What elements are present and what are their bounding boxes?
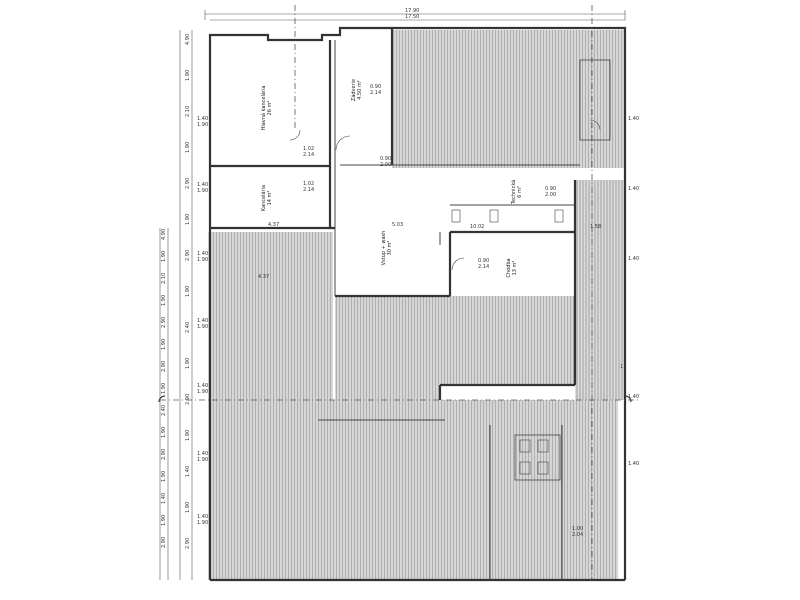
left-outer-dimension-label: 4.90 — [161, 229, 167, 240]
room-area-corridor: 13 m² — [512, 261, 518, 276]
left-outer-dimension-label: 2.40 — [161, 405, 167, 416]
door-height-label: 2.04 — [572, 532, 583, 538]
section-marker: 1 — [620, 364, 623, 370]
room-label-lobby: Vstup + wash — [381, 231, 387, 266]
door-width-label: 0.90 — [478, 258, 489, 264]
right-dimension-label: 1.40 — [628, 116, 639, 122]
window-height-label: 1.90 — [197, 389, 208, 395]
top-inner-dimension: 17.50 — [405, 14, 419, 20]
door-swing-arcs — [289, 129, 465, 271]
hatched-area-right-strip — [575, 180, 625, 400]
hatched-area-top-right — [392, 30, 625, 168]
right-dimension-label: 1.40 — [628, 256, 639, 262]
window-height-label: 1.90 — [197, 188, 208, 194]
door-width-label: 1.00 — [572, 526, 583, 532]
door-width-label: 0.90 — [370, 84, 381, 90]
left-dimension-label: 1.90 — [185, 502, 191, 513]
dim-right-small: 1.58 — [590, 224, 601, 230]
room-area-main-office: 26 m² — [267, 101, 273, 116]
top-dimension-line: 17.90 17.50 — [204, 8, 626, 21]
door-width-label: 0.90 — [545, 186, 556, 192]
dim-left-room-width: 4.37 — [268, 222, 279, 228]
hatched-area-left-band — [208, 232, 333, 402]
left-outer-dimension-label: 1.90 — [161, 295, 167, 306]
left-dimension-chains — [159, 30, 193, 580]
room-label-technical: Technická — [510, 180, 517, 205]
door-height-label: 2.14 — [303, 152, 314, 158]
left-outer-dimension-label: 2.90 — [161, 361, 167, 372]
left-outer-dimension-label: 1.90 — [161, 515, 167, 526]
left-dimension-label: 1.90 — [185, 358, 191, 369]
room-label-main-office: Hlavná kancelária — [260, 86, 267, 131]
left-dimension-label: 2.90 — [185, 178, 191, 189]
left-outer-dimension-label: 2.10 — [161, 273, 167, 284]
right-elevator-core — [579, 59, 611, 141]
door-width-label: 0.90 — [380, 156, 391, 162]
room-area-technical: 6 m² — [517, 186, 523, 198]
left-outer-dimension-label: 1.40 — [161, 493, 167, 504]
window-width-label: 1.40 — [197, 116, 208, 122]
left-dimension-label: 1.90 — [185, 286, 191, 297]
window-height-label: 1.90 — [197, 257, 208, 263]
door-width-label: 1.02 — [303, 146, 314, 152]
door-width-label: 1.02 — [303, 181, 314, 187]
left-dimension-label: 1.90 — [185, 142, 191, 153]
left-outer-dimension-label: 2.90 — [161, 537, 167, 548]
left-outer-dimension-label: 2.90 — [161, 317, 167, 328]
left-dimension-label: 4.90 — [185, 34, 191, 45]
window-height-label: 1.90 — [197, 520, 208, 526]
room-label-corridor: Chodba — [506, 258, 512, 277]
window-height-label: 1.90 — [197, 457, 208, 463]
room-label-vestibule: Zádverie — [350, 79, 357, 101]
door-height-label: 2.00 — [545, 192, 556, 198]
door-height-label: 2.14 — [370, 90, 381, 96]
top-outer-dimension: 17.90 — [405, 8, 419, 14]
left-outer-dimension-label: 1.90 — [161, 383, 167, 394]
room-area-vestibule: 4.50 m² — [357, 80, 363, 100]
dim-center-run: 10.02 — [470, 224, 484, 230]
window-width-label: 1.40 — [197, 383, 208, 389]
dim-lobby-width: 5.03 — [392, 222, 403, 228]
window-width-label: 1.40 — [197, 251, 208, 257]
door-height-label: 2.14 — [303, 187, 314, 193]
left-dimension-label: 2.90 — [185, 250, 191, 261]
stair-block — [514, 434, 561, 481]
left-dimension-label: 1.40 — [185, 466, 191, 477]
dim-left-band: 4.37 — [258, 274, 269, 280]
room-area-lobby: 30 m² — [387, 241, 393, 256]
right-dimension-label: 1.40 — [628, 186, 639, 192]
left-dimension-label: 1.90 — [185, 214, 191, 225]
wc-fixtures — [451, 209, 564, 223]
left-dimension-label: 2.40 — [185, 322, 191, 333]
door-height-label: 2.14 — [478, 264, 489, 270]
window-width-label: 1.40 — [197, 318, 208, 324]
inner-walls — [210, 28, 580, 580]
left-outer-dimension-label: 1.90 — [161, 339, 167, 350]
left-outer-dimension-label: 1.90 — [161, 471, 167, 482]
door-height-label: 2.00 — [380, 162, 391, 168]
right-dimension-label: 1.40 — [628, 394, 639, 400]
left-outer-dimension-label: 1.90 — [161, 251, 167, 262]
window-width-label: 1.40 — [197, 451, 208, 457]
left-dimension-label: 2.90 — [185, 538, 191, 549]
hatched-area-bottom — [208, 400, 618, 580]
left-dimension-label: 1.90 — [185, 70, 191, 81]
right-dimension-label: 1.40 — [628, 461, 639, 467]
room-label-small-office: Kancelária — [260, 185, 267, 211]
window-width-label: 1.40 — [197, 514, 208, 520]
left-dimension-label: 2.90 — [185, 394, 191, 405]
hatched-area-center — [335, 296, 575, 400]
left-outer-dimension-label: 2.90 — [161, 449, 167, 460]
window-height-label: 1.90 — [197, 122, 208, 128]
section-axis: 1 — [158, 364, 640, 403]
left-dimension-label: 1.90 — [185, 430, 191, 441]
window-height-label: 1.90 — [197, 324, 208, 330]
left-dimension-label: 2.10 — [185, 106, 191, 117]
left-outer-dimension-label: 1.90 — [161, 427, 167, 438]
window-width-label: 1.40 — [197, 182, 208, 188]
room-area-small-office: 14 m² — [267, 191, 273, 206]
